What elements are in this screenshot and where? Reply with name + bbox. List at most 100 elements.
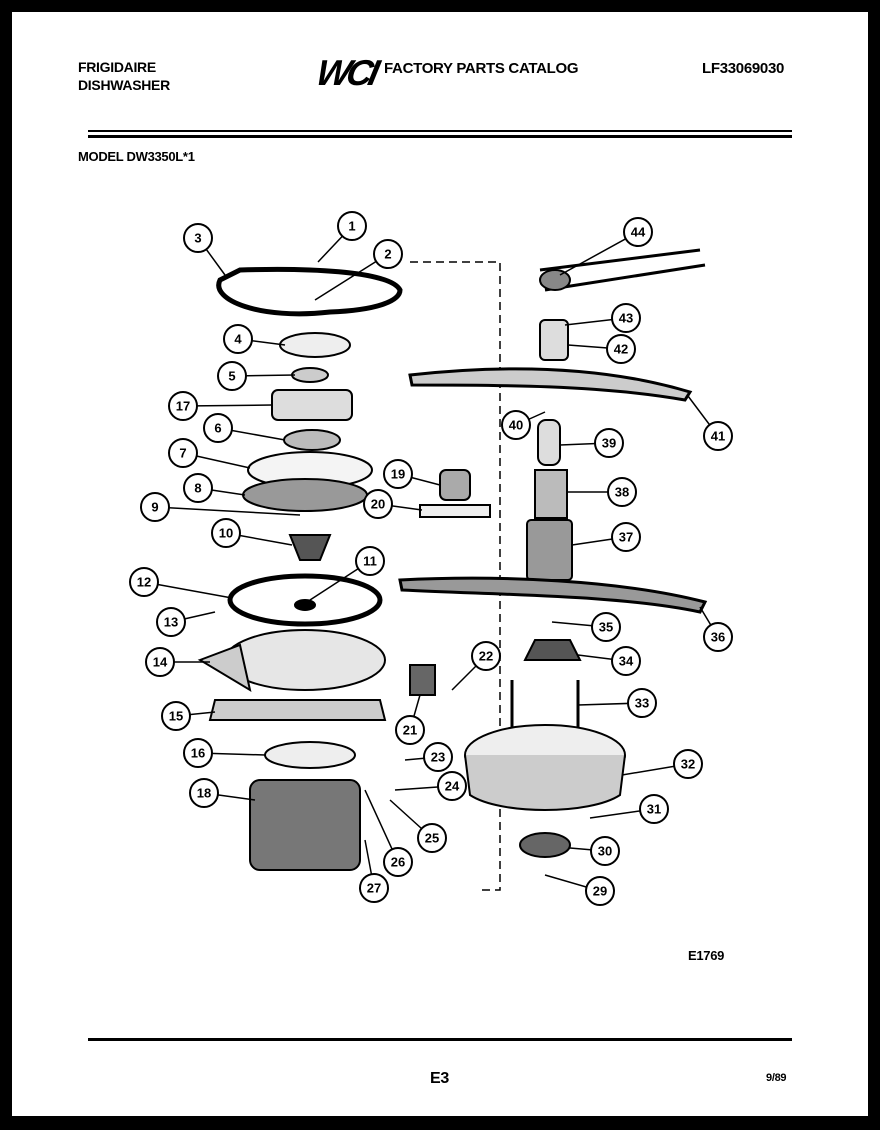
callout-circle [611, 646, 641, 676]
callout-number: 19 [391, 467, 405, 482]
callout-5: 5 [217, 361, 296, 391]
callout-11: 11 [309, 546, 385, 601]
callout-circle [627, 688, 657, 718]
callout-number: 42 [614, 342, 628, 357]
callout-number: 8 [194, 481, 201, 496]
callout-circle [129, 567, 159, 597]
callout-number: 31 [647, 802, 661, 817]
callout-21: 21 [395, 694, 425, 745]
callout-number: 21 [403, 723, 417, 738]
callout-number: 24 [445, 779, 460, 794]
callout-circle [623, 217, 653, 247]
callout-number: 2 [384, 247, 391, 262]
callout-7: 7 [168, 438, 251, 469]
callout-44: 44 [559, 217, 653, 276]
callout-circle [417, 823, 447, 853]
callout-number: 36 [711, 630, 725, 645]
callout-27: 27 [359, 839, 389, 903]
callout-3: 3 [183, 223, 226, 276]
callout-circle [337, 211, 367, 241]
callout-circle [156, 607, 186, 637]
callout-circle [590, 836, 620, 866]
callout-number: 12 [137, 575, 151, 590]
callout-circle [607, 477, 637, 507]
callout-circle [217, 361, 247, 391]
callout-25: 25 [389, 799, 447, 853]
callout-29: 29 [544, 874, 615, 906]
callout-14: 14 [145, 647, 210, 677]
callout-number: 4 [234, 332, 242, 347]
callout-circle [501, 410, 531, 440]
callout-number: 37 [619, 530, 633, 545]
callout-circle [373, 239, 403, 269]
callout-37: 37 [571, 522, 641, 552]
brand-name: FRIGIDAIRE [78, 59, 156, 75]
callout-circle [168, 391, 198, 421]
callout-17: 17 [168, 391, 273, 421]
callout-circle [183, 223, 213, 253]
callout-1: 1 [317, 211, 367, 263]
callout-24: 24 [394, 771, 467, 801]
callout-36: 36 [699, 606, 733, 652]
figure-code: E1769 [688, 948, 725, 963]
callout-number: 43 [619, 311, 633, 326]
callout-23: 23 [404, 742, 453, 772]
callout-number: 16 [191, 746, 205, 761]
callout-38: 38 [567, 477, 637, 507]
callout-12: 12 [129, 567, 233, 599]
callout-circle [189, 778, 219, 808]
callout-circle [611, 522, 641, 552]
callout-circle [183, 738, 213, 768]
callout-circle [591, 612, 621, 642]
callout-33: 33 [577, 688, 657, 718]
callout-6: 6 [203, 413, 286, 443]
callout-circle [359, 873, 389, 903]
product-type: DISHWASHER [78, 77, 170, 93]
callout-circle [161, 701, 191, 731]
callout-number: 11 [363, 554, 377, 569]
callout-number: 38 [615, 485, 629, 500]
callout-circle [168, 438, 198, 468]
callout-circle [145, 647, 175, 677]
callout-number: 26 [391, 855, 405, 870]
callout-10: 10 [211, 518, 293, 548]
catalog-title: FACTORY PARTS CATALOG [384, 60, 579, 77]
callout-number: 9 [151, 500, 158, 515]
callout-number: 30 [598, 844, 612, 859]
brand-block: FRIGIDAIRE DISHWASHER [78, 58, 170, 94]
callout-34: 34 [577, 646, 641, 676]
callout-number: 25 [425, 831, 439, 846]
callout-number: 10 [219, 526, 233, 541]
callout-circle [606, 334, 636, 364]
callout-circle [471, 641, 501, 671]
callout-30: 30 [569, 836, 620, 866]
callout-circle [611, 303, 641, 333]
callout-circle [140, 492, 170, 522]
callout-circle [395, 715, 425, 745]
callout-18: 18 [189, 778, 256, 808]
callout-4: 4 [223, 324, 286, 354]
callout-2: 2 [314, 239, 403, 301]
model-number: MODEL DW3350L*1 [78, 149, 195, 164]
callout-9: 9 [140, 492, 301, 522]
callout-number: 34 [619, 654, 634, 669]
callout-22: 22 [451, 641, 501, 691]
footer-rule [88, 1038, 792, 1041]
page-number: E3 [430, 1070, 449, 1087]
callout-16: 16 [183, 738, 266, 768]
callout-number: 41 [711, 429, 725, 444]
callout-circle [355, 546, 385, 576]
callout-number: 6 [214, 421, 221, 436]
callout-39: 39 [559, 428, 624, 458]
callout-number: 15 [169, 709, 183, 724]
callout-number: 27 [367, 881, 381, 896]
leader-line [154, 506, 301, 516]
callout-number: 20 [371, 497, 385, 512]
callout-31: 31 [589, 794, 669, 824]
callout-circle [383, 847, 413, 877]
callout-13: 13 [156, 607, 216, 637]
callout-number: 14 [153, 655, 168, 670]
print-date: 9/89 [766, 1072, 787, 1084]
